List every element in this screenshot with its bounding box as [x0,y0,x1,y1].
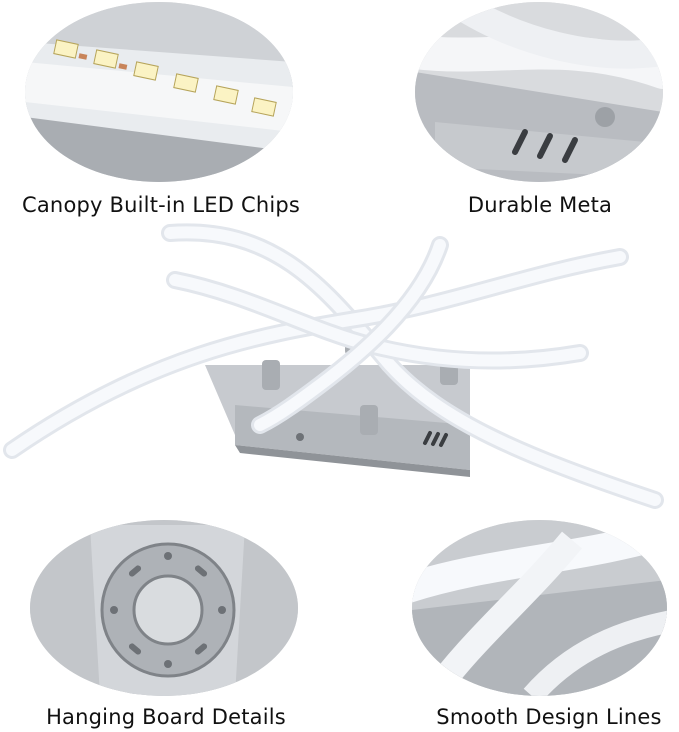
caption-hanging-board: Hanging Board Details [46,705,286,729]
smooth-lines-photo [412,520,667,696]
caption-canopy-led-chips: Canopy Built-in LED Chips [22,193,301,217]
hanging-board-photo [30,520,298,696]
ceiling-lamp-main-photo [3,223,664,509]
detail-oval-hanging-board [30,520,298,696]
led-chips-photo [25,2,293,182]
metal-base-photo [415,2,663,182]
detail-oval-led-chips [25,2,293,182]
detail-oval-durable-metal [415,2,663,182]
caption-smooth-design-lines: Smooth Design Lines [436,705,662,729]
caption-durable-metal: Durable Meta [467,193,613,217]
detail-oval-smooth-lines [412,520,667,696]
